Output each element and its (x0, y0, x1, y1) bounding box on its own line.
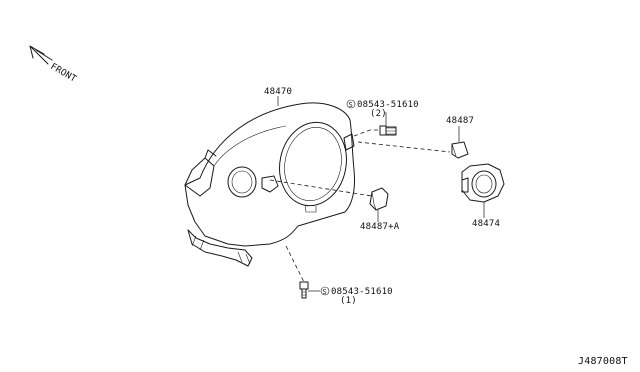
front-label: FRONT (49, 62, 79, 85)
dash-clip (357, 141, 451, 153)
dash-screw-bottom (285, 245, 305, 283)
figure-code: J487008T (578, 356, 628, 367)
callout-48474: 48474 (472, 219, 500, 229)
svg-text:S: S (323, 288, 327, 296)
clip-a-shape (369, 187, 389, 211)
svg-text:S: S (349, 101, 353, 109)
callout-48470: 48470 (264, 87, 292, 97)
ring-shape (461, 163, 505, 203)
callout-screw-top: 08543-51610 (357, 100, 419, 110)
callout-48487a: 48487+A (360, 222, 400, 232)
clip-shape (451, 141, 469, 159)
callout-screw-bottom: 08543-51610 (331, 287, 393, 297)
callout-screw-top-qty: (2) (370, 109, 387, 119)
cluster-lid-shape (184, 102, 355, 267)
screw-symbol-top: S (346, 99, 356, 109)
screw-symbol-bottom: S (320, 286, 330, 296)
front-arrow (29, 45, 53, 65)
dash-screw-top (353, 129, 380, 137)
callout-48487: 48487 (446, 116, 474, 126)
screw-top-shape (379, 125, 397, 136)
screw-bottom-shape (299, 281, 309, 299)
dash-clip-a (269, 179, 373, 197)
callout-screw-bottom-qty: (1) (340, 296, 357, 306)
